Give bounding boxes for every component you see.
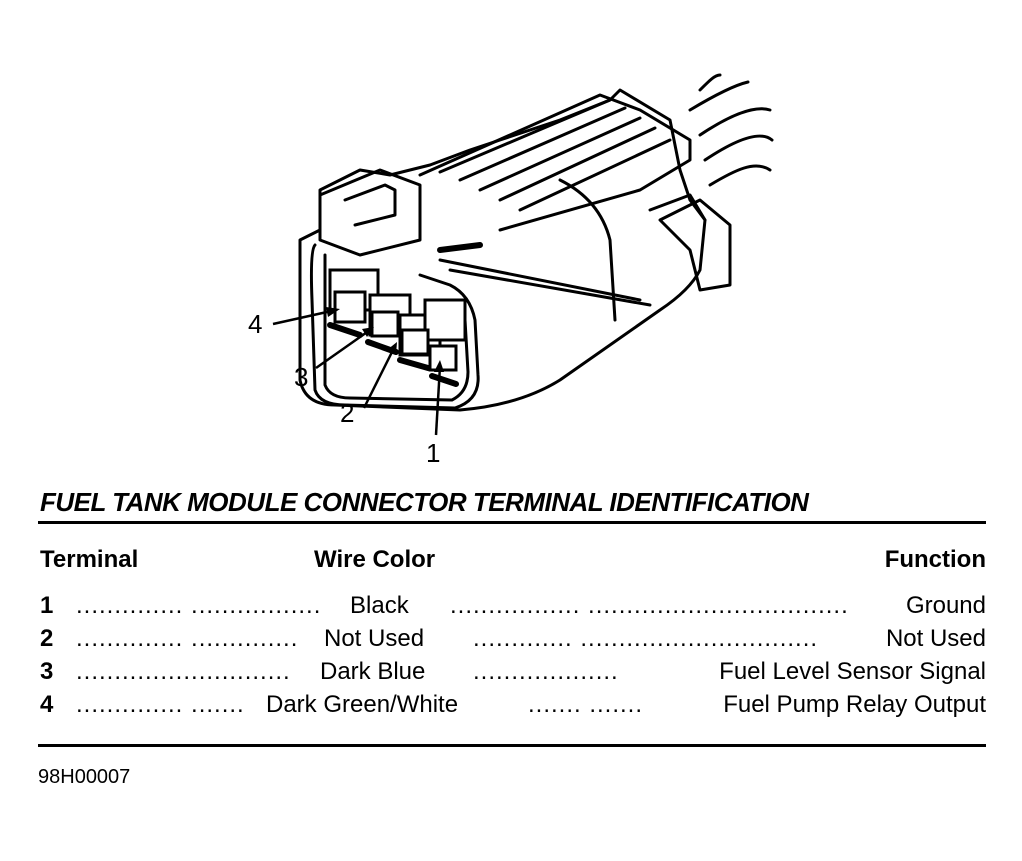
- table-row: 1 .............. ................. Black…: [40, 592, 986, 624]
- terminal-function: Ground: [905, 592, 986, 619]
- figure-code: 98H00007: [38, 766, 131, 788]
- connector-illustration: [272, 73, 774, 436]
- header-terminal: Terminal: [40, 546, 139, 573]
- terminal-number: 2: [40, 625, 54, 652]
- terminal-callout-4: 4: [248, 309, 263, 339]
- terminal-callout-3: 3: [294, 362, 309, 392]
- terminal-function: Not Used: [885, 625, 986, 652]
- leader-dots: .............. ..............: [76, 625, 299, 652]
- table-row: 2 .............. .............. Not Used…: [40, 625, 986, 657]
- terminal-function: Fuel Pump Relay Output: [723, 691, 986, 718]
- terminal-number: 3: [40, 658, 54, 685]
- leader-dots: ............................: [76, 658, 291, 685]
- table-bottom-rule: [38, 744, 986, 747]
- header-wire-color: Wire Color: [314, 546, 436, 573]
- title-rule: [38, 521, 986, 524]
- leader-dots: ....... .......: [528, 691, 644, 718]
- wire-color: Dark Green/White: [266, 691, 459, 718]
- terminal-number: 4: [40, 691, 54, 718]
- leader-dots: .............. .................: [76, 592, 322, 619]
- wire-color: Dark Blue: [320, 658, 426, 685]
- wire-color: Black: [350, 592, 409, 619]
- leader-dots: ............. ..........................…: [473, 625, 819, 652]
- leader-dots: .............. .......: [76, 691, 245, 718]
- terminal-function: Fuel Level Sensor Signal: [719, 658, 986, 685]
- terminal-callout-1: 1: [426, 438, 441, 468]
- leader-dots: ...................: [473, 658, 619, 685]
- terminal-number: 1: [40, 592, 54, 619]
- diagram-title: FUEL TANK MODULE CONNECTOR TERMINAL IDEN…: [40, 487, 809, 517]
- wire-color: Not Used: [324, 625, 425, 652]
- table-row: 3 ............................ Dark Blue…: [40, 658, 986, 690]
- terminal-callout-2: 2: [340, 398, 355, 428]
- table-row: 4 .............. ....... Dark Green/Whit…: [40, 691, 986, 723]
- header-function: Function: [884, 546, 986, 573]
- leader-dots: ................. ......................…: [450, 592, 849, 619]
